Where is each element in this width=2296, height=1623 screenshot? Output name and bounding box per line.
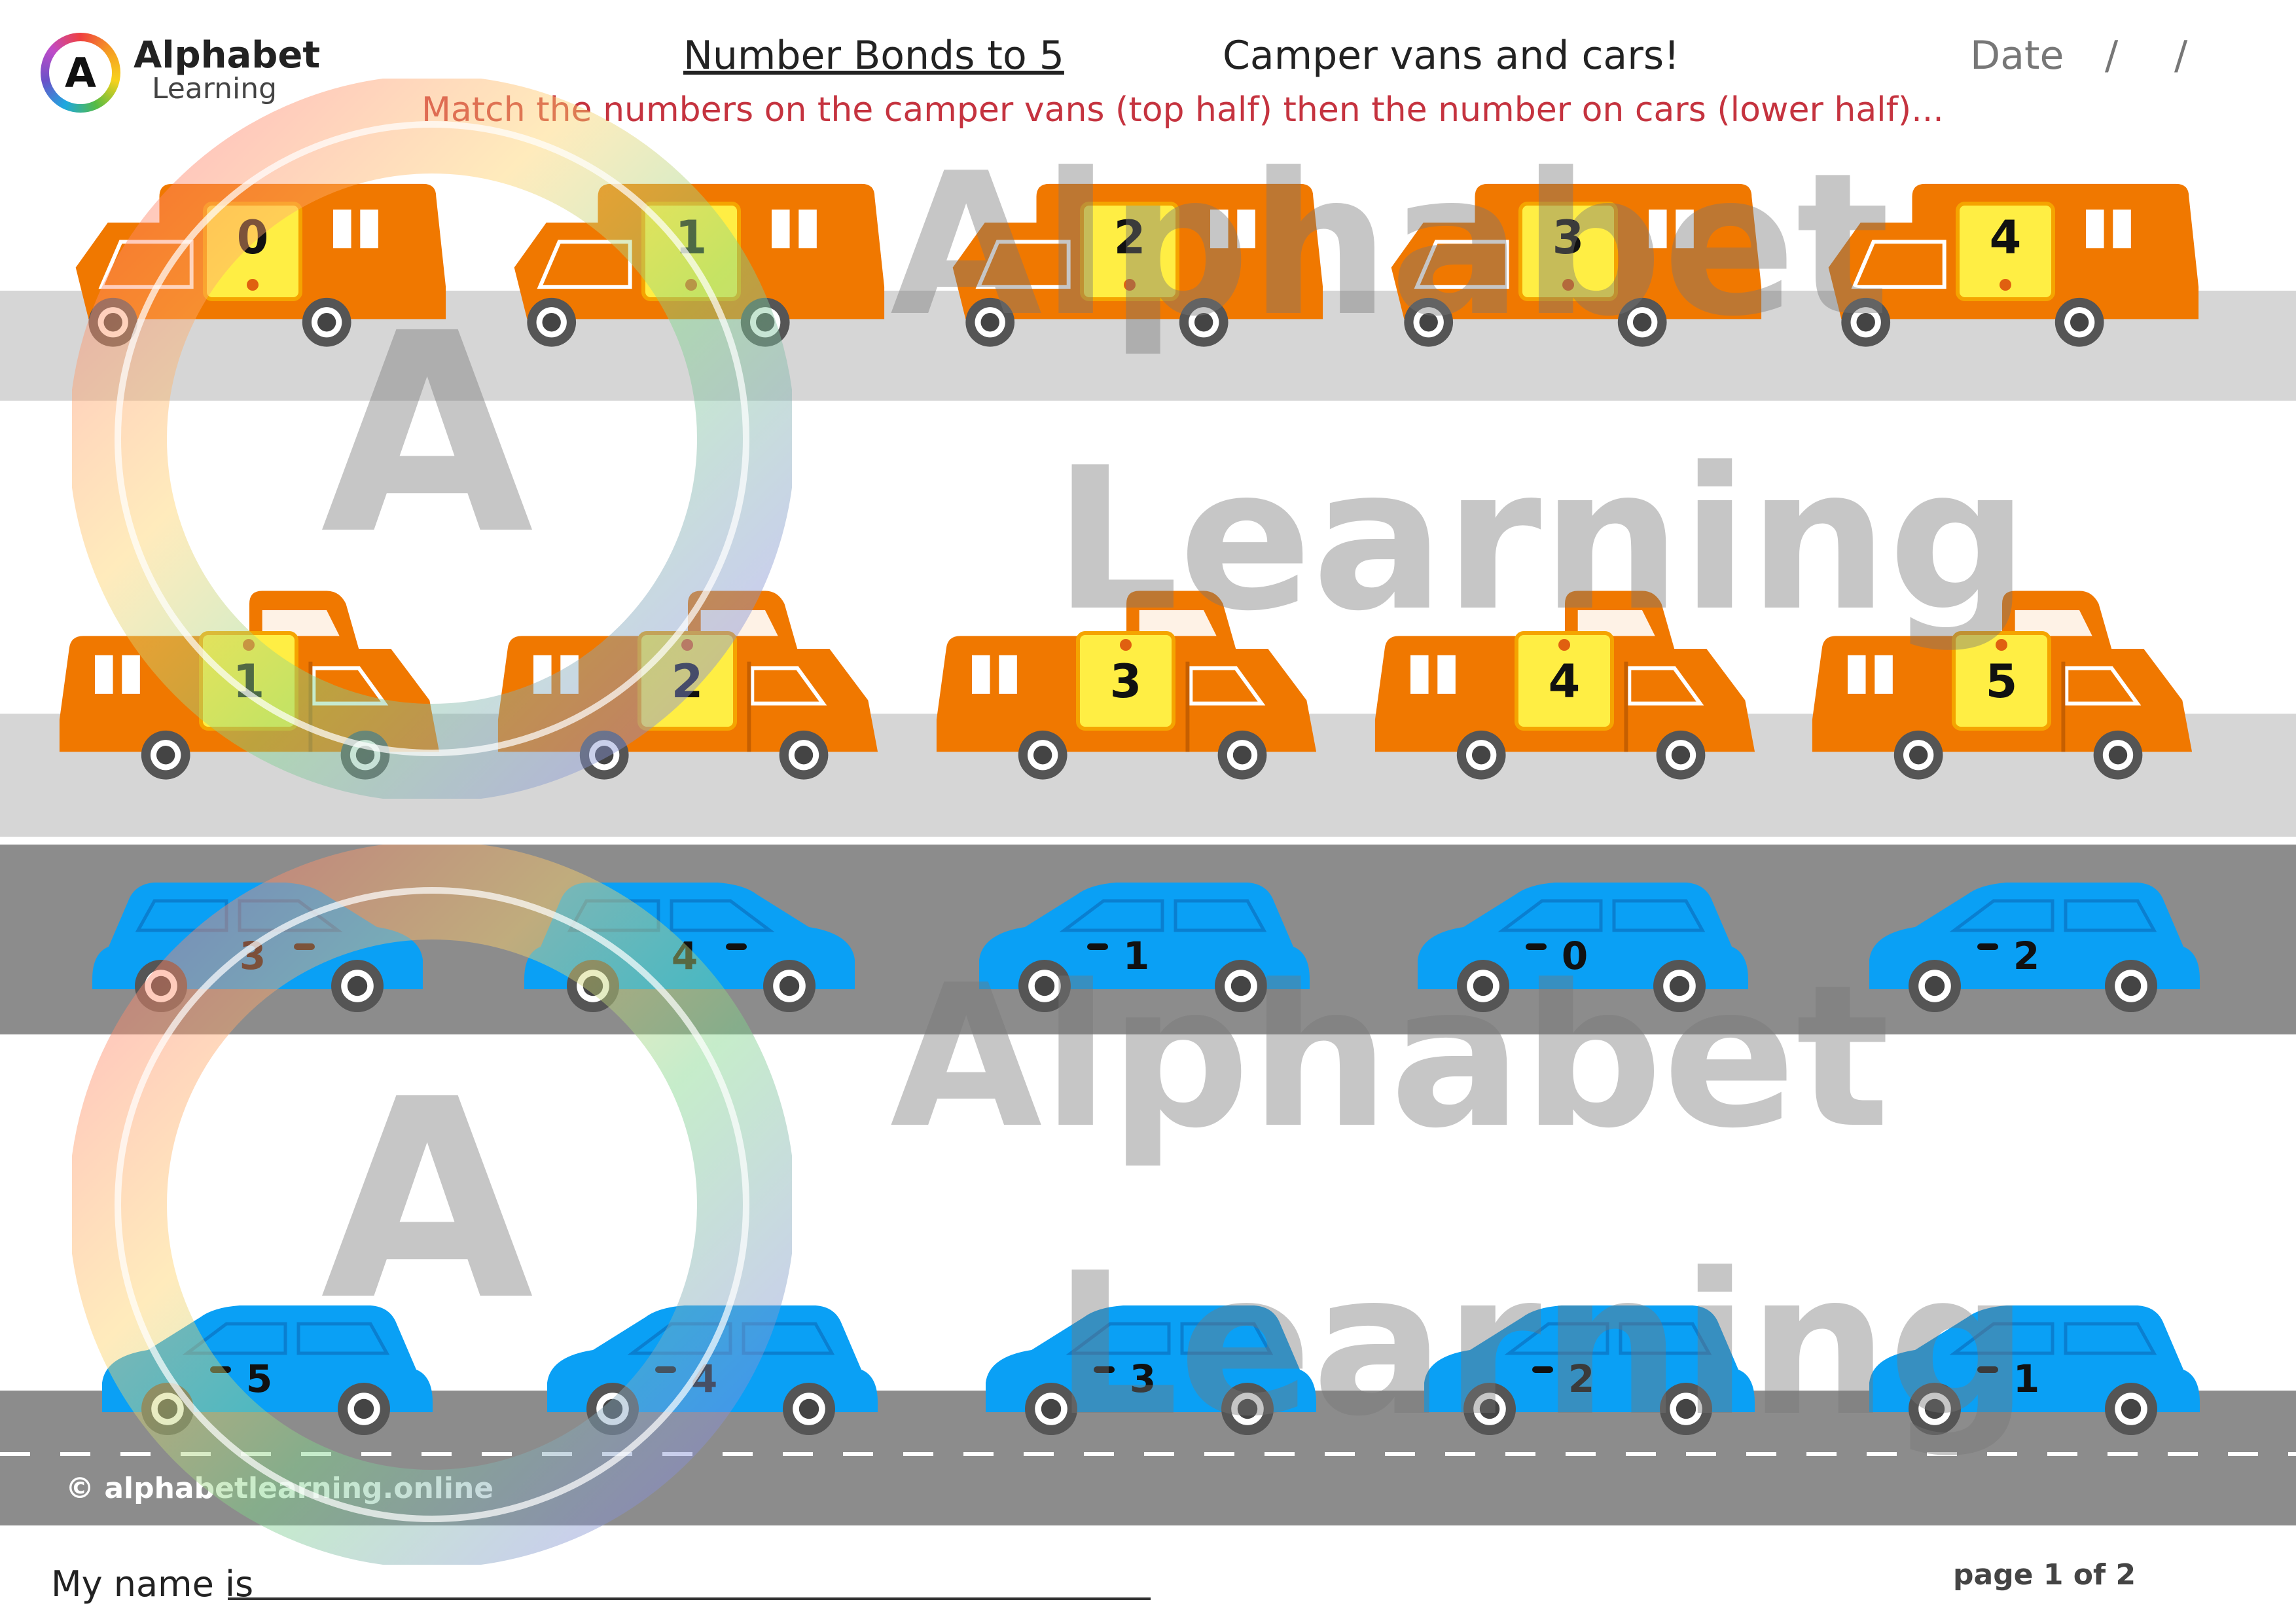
number-label: 4 (691, 1357, 718, 1401)
number-label-box: 4 (1515, 631, 1614, 731)
number-label: 1 (2013, 1357, 2040, 1401)
camper-van-bottom-0[interactable]: 1 (56, 583, 442, 792)
camper-van-bottom-4[interactable]: 5 (1809, 583, 2195, 792)
number-label: 2 (671, 655, 704, 708)
car-icon (979, 883, 1310, 1012)
number-label-box: 4 (1956, 202, 2055, 301)
number-label-box: 2 (1080, 202, 1179, 301)
number-label: 2 (1568, 1357, 1595, 1401)
alphabet-learning-logo-icon: A (41, 33, 120, 113)
lane-marking-bottom (0, 1452, 2296, 1456)
number-label-box: 1 (199, 631, 298, 731)
label-dot (2000, 279, 2011, 291)
label-dot (1558, 639, 1570, 651)
number-label: 3 (1109, 655, 1142, 708)
number-label-box: 3 (1518, 202, 1618, 301)
number-label: 4 (1989, 211, 2022, 264)
label-dot (1996, 639, 2007, 651)
camper-van-top-4[interactable]: 4 (1816, 153, 2202, 356)
page-number: page 1 of 2 (1953, 1558, 2136, 1592)
number-label: 5 (1985, 655, 2018, 708)
number-label: 1 (232, 655, 265, 708)
car-bottom-1[interactable]: 4 (541, 1291, 881, 1442)
car-top-4[interactable]: 2 (1863, 868, 2203, 1019)
camper-van-top-0[interactable]: 0 (63, 153, 449, 356)
date-slash-2: / (2174, 33, 2188, 79)
car-top-1[interactable]: 4 (521, 868, 861, 1019)
label-dot (1120, 639, 1132, 651)
logo-text-line1: Alphabet (134, 34, 321, 77)
camper-van-bottom-1[interactable]: 2 (495, 583, 881, 792)
car-bottom-0[interactable]: 5 (96, 1291, 436, 1442)
number-label: 0 (236, 211, 269, 264)
worksheet-title: Number Bonds to 5 (683, 33, 1064, 79)
copyright-text: © alphabetlearning.online (65, 1472, 494, 1505)
number-label-box: 5 (1952, 631, 2051, 731)
number-label-box: 0 (203, 202, 302, 301)
label-dot (247, 279, 259, 291)
label-dot (243, 639, 255, 651)
date-slash-1: / (2105, 33, 2119, 79)
number-label: 3 (1129, 1357, 1157, 1401)
lane-marking-top (0, 839, 2296, 843)
number-label: 2 (2013, 934, 2040, 978)
instruction-text: Match the numbers on the camper vans (to… (422, 90, 1944, 130)
car-icon (1869, 1305, 2200, 1435)
number-label: 2 (1113, 211, 1146, 264)
number-label-box: 3 (1076, 631, 1175, 731)
number-label: 0 (1561, 934, 1588, 978)
label-dot (685, 279, 697, 291)
number-label: 3 (239, 934, 266, 978)
number-label: 4 (671, 934, 698, 978)
car-top-0[interactable]: 3 (89, 868, 429, 1019)
car-top-2[interactable]: 1 (973, 868, 1313, 1019)
logo-text-line2: Learning (152, 72, 278, 105)
car-top-3[interactable]: 0 (1411, 868, 1751, 1019)
camper-van-top-3[interactable]: 3 (1378, 153, 1765, 356)
number-label: 5 (245, 1357, 273, 1401)
label-dot (1124, 279, 1136, 291)
name-label: My name is (51, 1563, 254, 1605)
camper-van-top-1[interactable]: 1 (501, 153, 888, 356)
label-dot (681, 639, 693, 651)
car-icon (1424, 1305, 1755, 1435)
car-icon (1869, 883, 2200, 1012)
number-label: 1 (1122, 934, 1150, 978)
date-label: Date (1970, 33, 2064, 79)
camper-van-bottom-2[interactable]: 3 (933, 583, 1319, 792)
number-label: 4 (1548, 655, 1581, 708)
car-bottom-3[interactable]: 2 (1418, 1291, 1758, 1442)
number-label-box: 2 (637, 631, 737, 731)
logo-letter: A (49, 41, 112, 104)
car-bottom-4[interactable]: 1 (1863, 1291, 2203, 1442)
camper-van-top-2[interactable]: 2 (940, 153, 1326, 356)
car-bottom-2[interactable]: 3 (979, 1291, 1319, 1442)
name-write-line[interactable] (228, 1597, 1151, 1600)
label-dot (1562, 279, 1574, 291)
camper-van-bottom-3[interactable]: 4 (1372, 583, 1758, 792)
number-label: 1 (675, 211, 708, 264)
car-icon (986, 1305, 1316, 1435)
worksheet-subtitle: Camper vans and cars! (1223, 33, 1680, 79)
number-label-box: 1 (641, 202, 741, 301)
car-icon (1418, 883, 1748, 1012)
number-label: 3 (1552, 211, 1585, 264)
